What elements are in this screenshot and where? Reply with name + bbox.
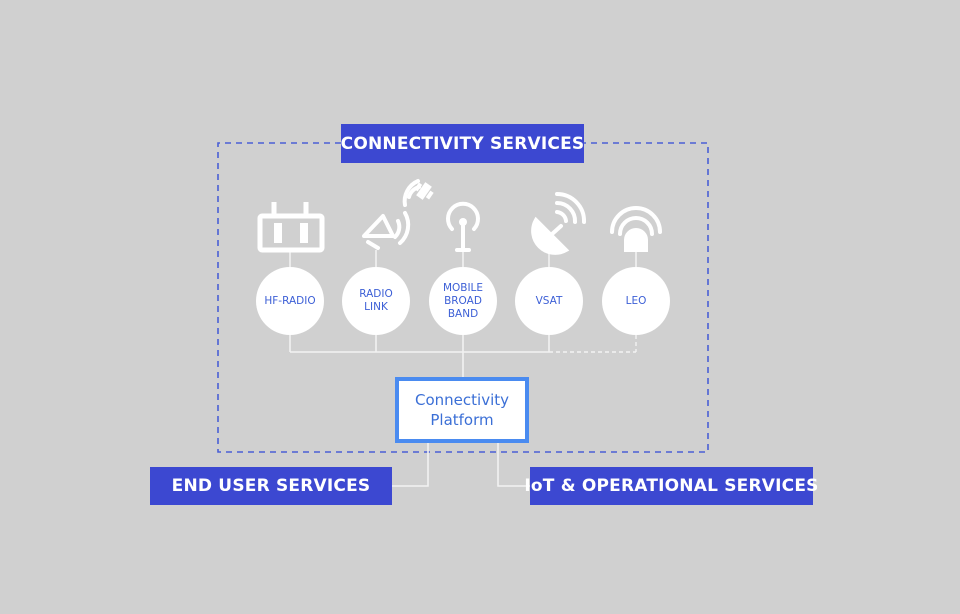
node-leo: LEO [602, 267, 670, 335]
hf-radio-icon [257, 202, 325, 253]
leo-dashed-connector [549, 335, 637, 353]
icon-stems [289, 250, 637, 267]
node-hf-radio: HF-RADIO [256, 267, 324, 335]
node-mobile-broadband: MOBILE BROAD BAND [429, 267, 497, 335]
connector-end-user [392, 443, 429, 487]
platform-line-1: Connectivity [415, 391, 509, 409]
iot-operational-services-banner: IoT & OPERATIONAL SERVICES [524, 467, 818, 505]
connectivity-services-banner: CONNECTIVITY SERVICES [341, 124, 584, 163]
satellite-dish-icon [531, 192, 587, 255]
node-connectors [289, 335, 550, 377]
connectivity-region-border [217, 142, 709, 453]
connector-iot [497, 443, 530, 487]
end-user-services-banner: END USER SERVICES [150, 467, 392, 505]
node-radio-link: RADIO LINK [342, 267, 410, 335]
leo-terminal-icon [610, 206, 662, 252]
connectivity-platform-box: Connectivity Platform [395, 377, 529, 443]
radio-link-icon [362, 179, 434, 250]
platform-line-2: Platform [430, 411, 494, 429]
node-vsat: VSAT [515, 267, 583, 335]
cell-tower-icon [446, 201, 480, 252]
platform-connectors [392, 443, 530, 487]
